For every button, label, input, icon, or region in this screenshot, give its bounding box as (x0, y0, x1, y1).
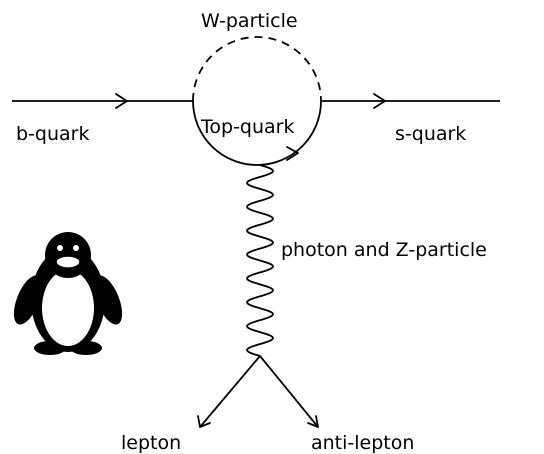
anti-lepton-arrow-icon (307, 415, 319, 428)
lepton-line (199, 355, 261, 428)
anti-lepton-line (259, 355, 319, 428)
b-quark-arrow-icon (115, 93, 128, 109)
top-quark-label: Top-quark (200, 116, 294, 138)
top-quark-arrow-icon (286, 146, 299, 161)
w-particle-loop (192, 36, 322, 102)
top-quark-loop (192, 100, 322, 166)
anti-lepton-label: anti-lepton (311, 432, 414, 454)
photon-z-propagator (246, 164, 274, 357)
lepton-label: lepton (121, 432, 181, 454)
w-particle-label: W-particle (201, 10, 298, 32)
penguin-icon (13, 232, 123, 355)
lepton-arrow-icon (197, 415, 211, 428)
b-quark-label: b-quark (16, 123, 89, 145)
photon-z-label: photon and Z-particle (281, 239, 487, 261)
s-quark-arrow-icon (373, 93, 386, 109)
s-quark-label: s-quark (395, 123, 466, 145)
